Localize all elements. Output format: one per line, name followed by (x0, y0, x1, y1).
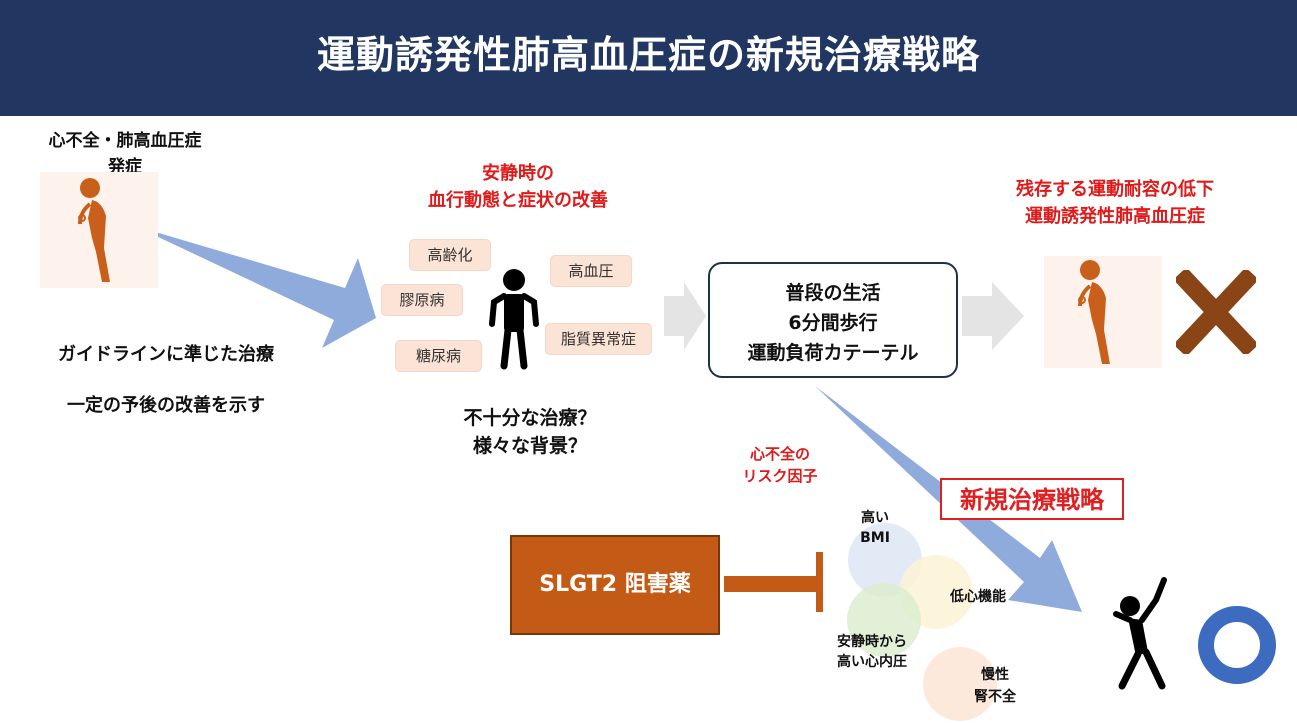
drug-box: SLGT2 阻害薬 (510, 535, 720, 635)
grey-arrow-1 (664, 282, 706, 350)
sick-person-icon (78, 178, 110, 282)
residual-line1: 残存する運動耐容の低下 (1016, 179, 1214, 200)
prognosis-text: 一定の予後の改善を示す (67, 395, 265, 416)
factor-collagen: 膠原病 (382, 285, 462, 315)
question-label: 不十分な治療？ 様々な背景？ (430, 404, 630, 460)
sick-figure-right (1044, 256, 1162, 368)
factor-dyslipidemia: 脂質異常症 (546, 324, 651, 354)
guideline-text: ガイドラインに準じた治療 (58, 344, 274, 365)
blue-arrow-1 (135, 226, 376, 348)
circle-pressure-label: 安静時から 高い心内圧 (822, 632, 922, 672)
grey-arrow-2 (962, 282, 1024, 350)
cross-icon (1176, 270, 1256, 354)
kidney-line1: 慢性 (981, 667, 1009, 683)
risk-factors-label: 心不全の リスク因子 (720, 443, 840, 487)
circle-cardiac-label: 低心機能 (950, 589, 1006, 605)
onset-line1: 心不全・肺高血圧症 (48, 131, 202, 151)
sick-person-icon (1078, 260, 1110, 364)
pressure-line2: 高い心内圧 (837, 654, 907, 670)
circle-ok-icon (1198, 606, 1276, 684)
page-title: 運動誘発性肺高血圧症の新規治療戦略 (316, 33, 980, 77)
sick-figure-left (40, 172, 158, 288)
inhibition-bar (724, 576, 820, 592)
circle-kidney (923, 647, 997, 721)
active-person-icon (1113, 577, 1167, 690)
circle-pressure (847, 583, 921, 657)
inhibition-stop (816, 552, 823, 612)
assessment-line3: 運動負荷カテーテル (747, 342, 919, 364)
standing-person-icon (489, 269, 539, 370)
question-line1: 不十分な治療？ (463, 407, 597, 429)
improvement-label: 安静時の 血行動態と症状の改善 (388, 160, 648, 214)
improvement-line1: 安静時の (482, 163, 554, 184)
residual-line2: 運動誘発性肺高血圧症 (1025, 206, 1205, 227)
circle-bmi-label: 高い BMI (850, 508, 900, 548)
kidney-line2: 腎不全 (974, 689, 1016, 705)
header-bar: 運動誘発性肺高血圧症の新規治療戦略 (0, 0, 1297, 116)
factor-diabetes: 糖尿病 (396, 341, 481, 371)
question-line2: 様々な背景？ (472, 435, 587, 457)
bmi-line2: BMI (860, 530, 890, 546)
circle-kidney-label: 慢性 腎不全 (965, 664, 1025, 708)
risk-factors-line2: リスク因子 (742, 467, 818, 485)
new-strategy-label: 新規治療戦略 (940, 478, 1124, 520)
improvement-line2: 血行動態と症状の改善 (428, 190, 608, 211)
assessment-line1: 普段の生活 (785, 282, 881, 304)
factor-hypertension: 高血圧 (551, 256, 631, 286)
bmi-line1: 高い (861, 510, 889, 526)
factor-aging: 高齢化 (410, 240, 490, 270)
assessment-line2: 6分間歩行 (788, 312, 878, 334)
risk-factors-line1: 心不全の (749, 445, 810, 463)
pressure-line1: 安静時から (837, 634, 907, 650)
assessment-box: 普段の生活 6分間歩行 運動負荷カテーテル (708, 262, 958, 378)
residual-label: 残存する運動耐容の低下 運動誘発性肺高血圧症 (970, 176, 1260, 230)
